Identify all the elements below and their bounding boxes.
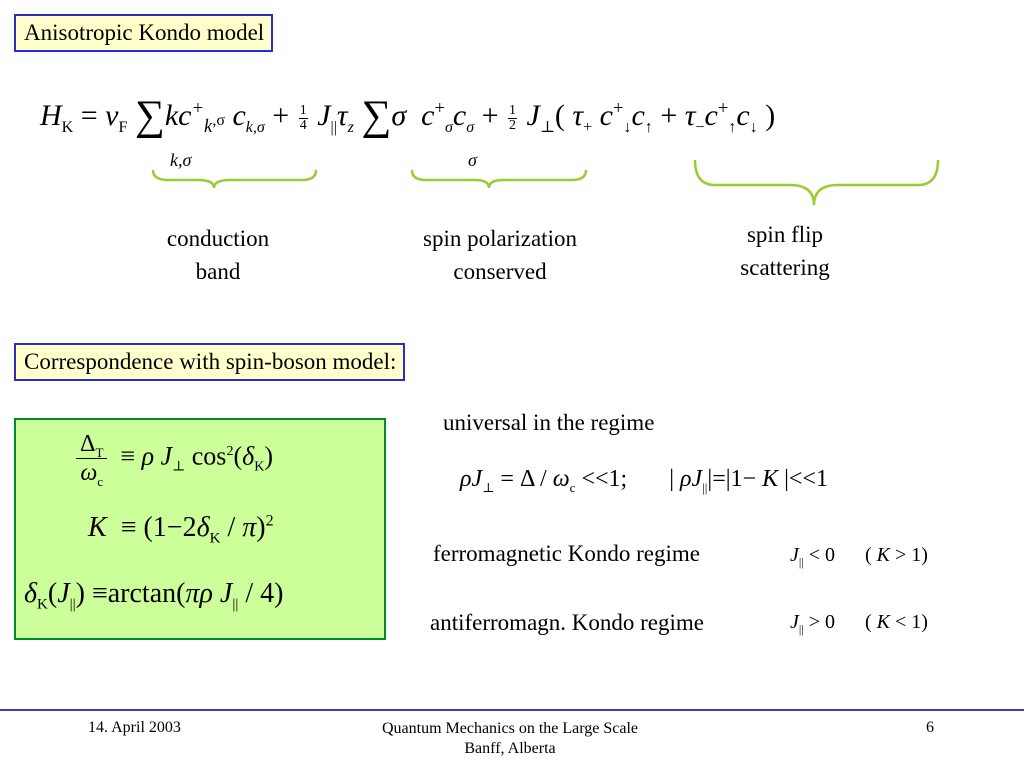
sum-index-k-sigma: k,σ — [170, 150, 192, 170]
section-title: Correspondence with spin-boson model: — [14, 343, 406, 381]
slide-title: Anisotropic Kondo model — [14, 14, 274, 52]
ferromagnetic-regime-text: ferromagnetic Kondo regime — [433, 541, 700, 566]
brace-spin-polarization — [410, 169, 588, 189]
label-conduction-band: conduction band — [166, 226, 270, 284]
universal-regime-text: universal in the regime — [443, 410, 655, 435]
label-spin-polarization: spin polarization conserved — [423, 226, 577, 284]
formula-K: K ≡ (1−2δK / π)2 — [88, 512, 274, 547]
brace-spin-flip — [693, 159, 940, 206]
footer-divider — [0, 709, 1024, 711]
footer-date: 14. April 2003 — [88, 719, 181, 736]
antiferro-condition: J|| > 0 ( K < 1) — [790, 611, 928, 636]
regime-condition-formula: ρJ⊥ = Δ / ωc <<1; | ρJ|||=|1− K |<<1 — [460, 466, 828, 495]
formula-delta-K: δK(J||) ≡arctan(πρ J|| / 4) — [24, 578, 284, 613]
formula-delta-omega: ΔT ωc ≡ ρ J⊥ cos2(δK) — [76, 430, 273, 488]
footer-event: Quantum Mechanics on the Large Scale Ban… — [381, 720, 639, 757]
spin-boson-correspondence-box: ΔT ωc ≡ ρ J⊥ cos2(δK) K ≡ (1−2δK / π)2 δ… — [14, 418, 386, 640]
page-number: 6 — [926, 719, 934, 736]
brace-conduction — [151, 169, 318, 189]
sum-index-sigma: σ — [468, 150, 477, 170]
label-spin-flip: spin flip scattering — [740, 222, 830, 280]
antiferromagnetic-regime-text: antiferromagn. Kondo regime — [430, 610, 704, 635]
ferro-condition: J|| < 0 ( K > 1) — [790, 544, 928, 569]
underbraces — [151, 159, 940, 206]
